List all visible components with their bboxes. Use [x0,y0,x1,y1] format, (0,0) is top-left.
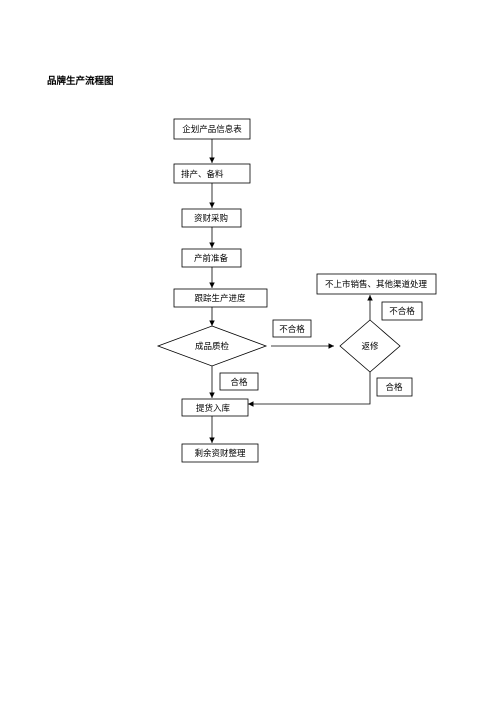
page-title: 品牌生产流程图 [47,76,114,87]
label-qc-pass: 合格 [219,372,259,391]
edge-rework-warehouse [248,372,371,407]
svg-text:合格: 合格 [230,377,248,388]
node-leftover: 剩余资财整理 [181,443,259,463]
svg-text:企划产品信息表: 企划产品信息表 [182,124,242,135]
node-purchase: 资财采购 [181,208,242,228]
svg-text:产前准备: 产前准备 [194,253,229,264]
svg-text:成品质检: 成品质检 [195,341,230,352]
svg-text:不合格: 不合格 [389,306,415,317]
node-prep: 产前准备 [181,248,242,268]
svg-text:剩余资财整理: 剩余资财整理 [194,448,246,459]
label-qc-fail: 不合格 [272,319,312,338]
svg-text:不上市销售、其他渠道处理: 不上市销售、其他渠道处理 [325,279,428,290]
node-warehouse: 提货入库 [181,398,249,417]
node-rework: 返修 [339,319,401,373]
label-rework-fail: 不合格 [381,301,423,321]
svg-text:不合格: 不合格 [279,324,305,335]
node-offline: 不上市销售、其他渠道处理 [316,273,437,295]
node-qc: 成品质检 [156,325,268,367]
svg-text:提货入库: 提货入库 [196,403,231,414]
svg-text:资财采购: 资财采购 [194,213,228,224]
node-schedule: 排产、备料 [173,163,251,184]
svg-text:合格: 合格 [385,382,403,393]
node-plan: 企划产品信息表 [173,118,251,140]
node-track: 跟踪生产进度 [173,288,268,308]
label-rework-pass: 合格 [376,377,413,397]
svg-text:返修: 返修 [361,341,379,352]
connectors [209,139,373,443]
svg-text:跟踪生产进度: 跟踪生产进度 [194,293,246,304]
svg-text:排产、备料: 排产、备料 [181,169,224,180]
